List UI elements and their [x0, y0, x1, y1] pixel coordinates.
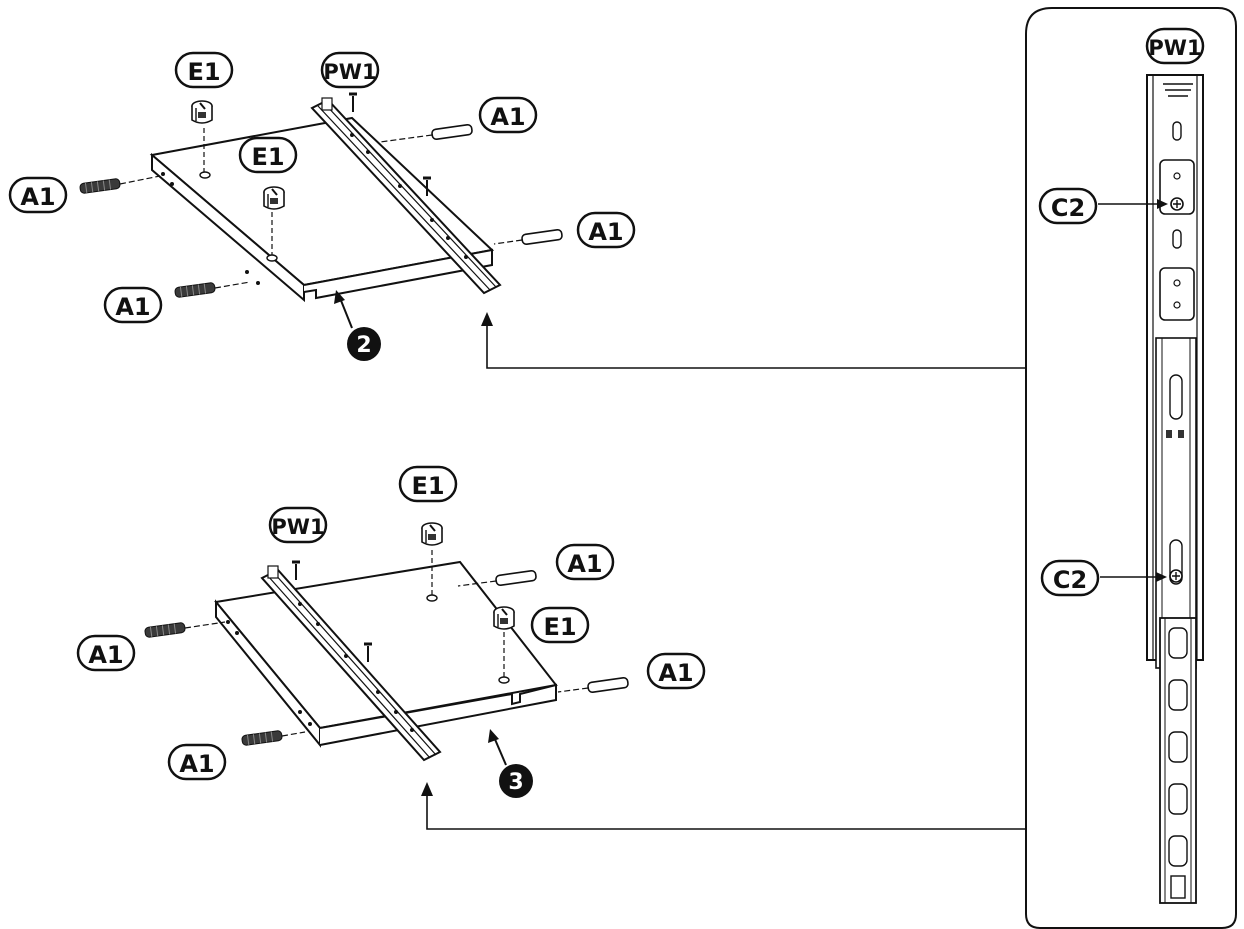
label-e1-bottom-b: E1 [530, 606, 590, 644]
drawer-rail-step-2 [310, 92, 502, 295]
label-a1-text: A1 [115, 293, 150, 321]
label-pw1-text: PW1 [271, 515, 324, 539]
label-e1-text: E1 [543, 613, 576, 641]
label-a1-text: A1 [88, 641, 123, 669]
label-a1-top-bottom: A1 [103, 286, 163, 324]
label-a1-top-right: A1 [478, 96, 538, 134]
label-a1-text: A1 [179, 750, 214, 778]
label-pw1-top: PW1 [320, 51, 380, 89]
drawer-rail-step-3 [260, 560, 442, 762]
label-e1-text: E1 [411, 472, 444, 500]
label-pw1-text: PW1 [1148, 36, 1201, 60]
label-c2-text: C2 [1051, 194, 1085, 222]
step-3-number: 3 [508, 770, 523, 795]
label-a1-top-left: A1 [8, 176, 68, 214]
label-pw1-detail: PW1 [1145, 27, 1205, 65]
label-pw1-bottom: PW1 [268, 506, 328, 544]
step-3-indicator: 3 [488, 729, 533, 798]
panel-step-2 [149, 116, 495, 303]
step-2-indicator: 2 [334, 290, 381, 361]
label-a1-text: A1 [490, 103, 525, 131]
label-e1-top-b: E1 [238, 136, 298, 174]
label-c2-upper: C2 [1038, 187, 1098, 225]
detail-connector-upper [481, 312, 1026, 369]
label-a1-bottom-far-right: A1 [646, 652, 706, 690]
label-a1-top-far-right: A1 [576, 211, 636, 249]
fittings-step-3 [143, 522, 630, 747]
label-a1-bottom-left: A1 [76, 634, 136, 672]
label-c2-lower: C2 [1040, 559, 1100, 597]
label-a1-bottom-bottom: A1 [167, 743, 227, 781]
step-2-number: 2 [356, 333, 371, 358]
label-a1-text: A1 [567, 550, 602, 578]
label-a1-bottom-right: A1 [555, 543, 615, 581]
label-e1-text: E1 [187, 58, 220, 86]
label-c2-text: C2 [1053, 566, 1087, 594]
label-a1-text: A1 [588, 218, 623, 246]
label-pw1-text: PW1 [323, 60, 376, 84]
label-e1-top-a: E1 [174, 51, 234, 89]
fittings-step-2 [78, 100, 564, 299]
label-a1-text: A1 [658, 659, 693, 687]
label-a1-text: A1 [20, 183, 55, 211]
detail-connector-lower [421, 782, 1026, 830]
rail-detail-panel [1025, 7, 1237, 929]
label-e1-text: E1 [251, 143, 284, 171]
label-e1-bottom-a: E1 [398, 465, 458, 503]
